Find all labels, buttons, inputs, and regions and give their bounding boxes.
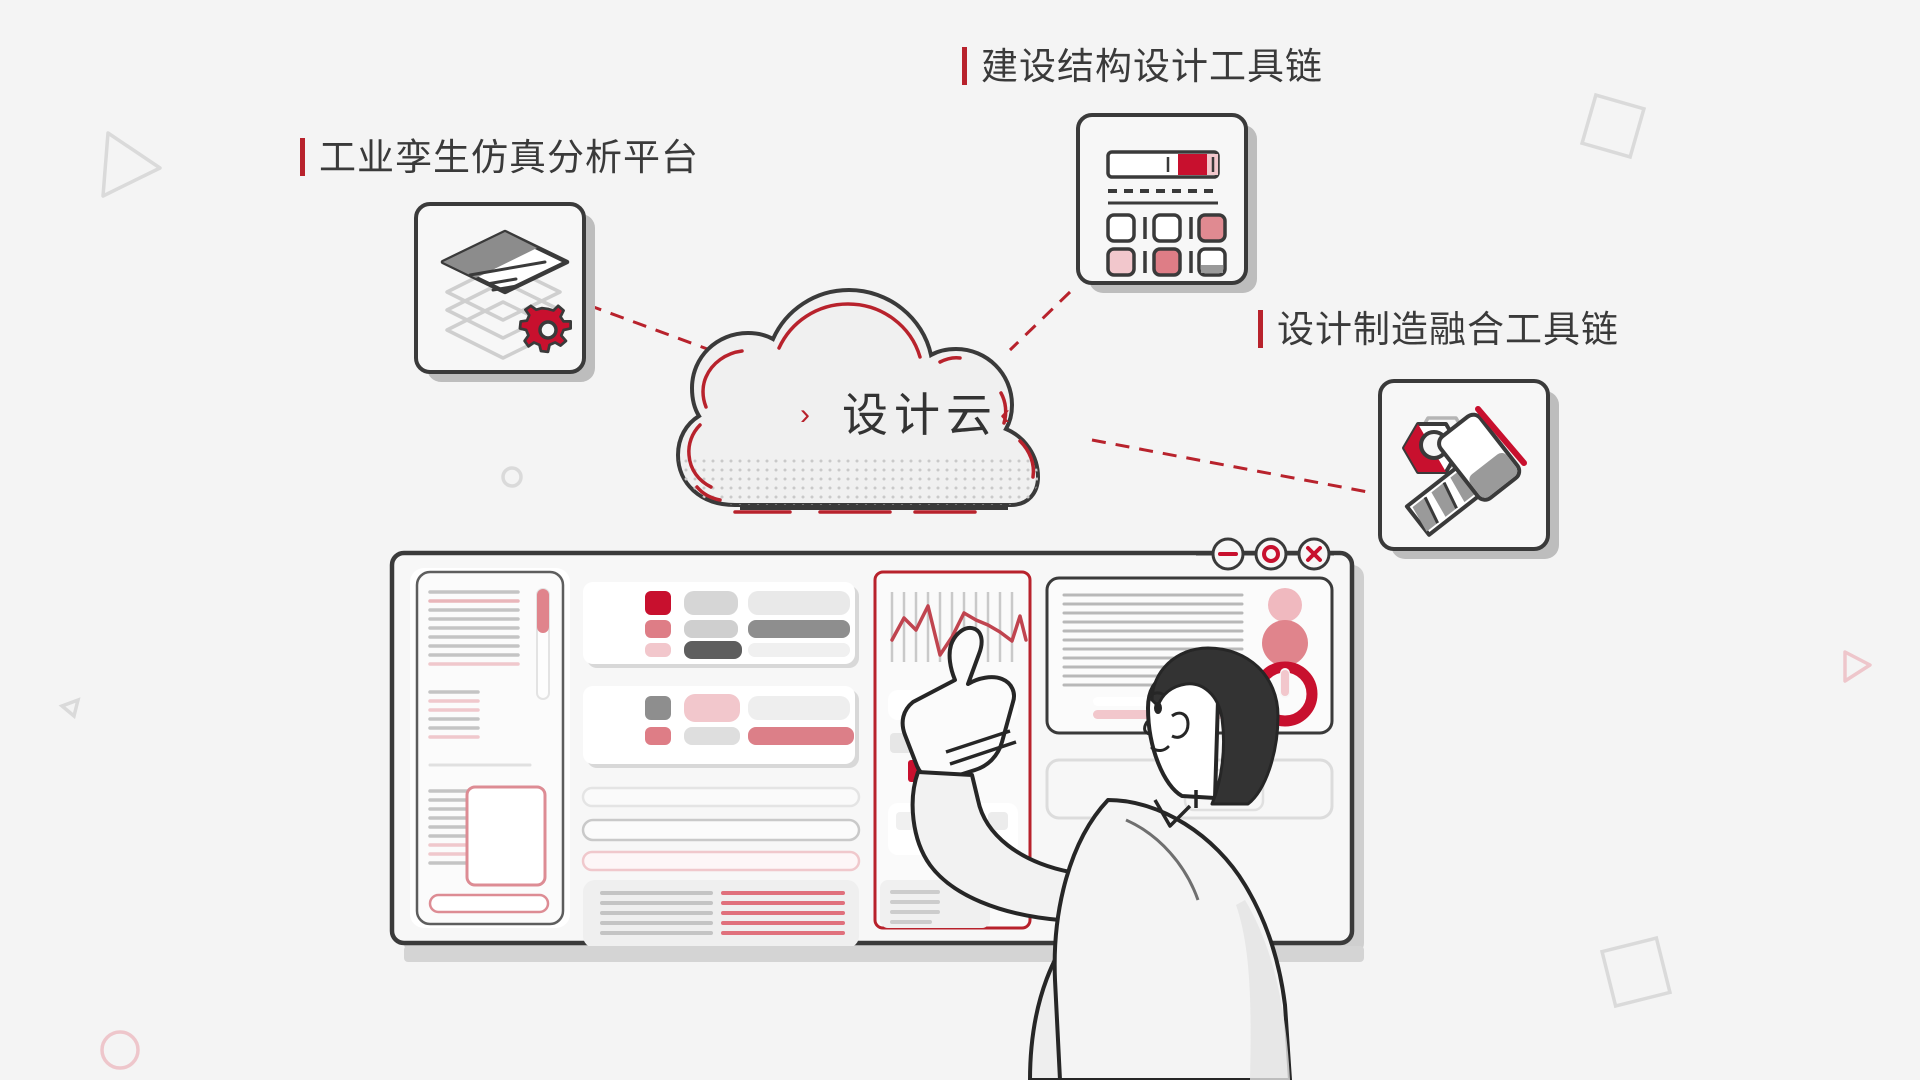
- minimize-button[interactable]: [1211, 537, 1245, 571]
- swatch: [645, 591, 671, 615]
- bar: [684, 694, 740, 722]
- chart-text-lines: [890, 890, 940, 924]
- close-button[interactable]: [1297, 537, 1331, 571]
- status-dot-medium: [1262, 620, 1308, 666]
- label-industrial-twin: 工业孪生仿真分析平台: [300, 138, 699, 176]
- control-panel-icon: [1106, 150, 1227, 277]
- bar: [748, 727, 854, 745]
- sidebar-panel[interactable]: [410, 568, 570, 928]
- swatch: [645, 727, 671, 745]
- connector-struct: [1008, 290, 1072, 352]
- sidebar-scrollbar[interactable]: [536, 588, 550, 700]
- decor-circle-small: [501, 466, 523, 488]
- sidebar-preview-box[interactable]: [465, 785, 547, 887]
- decor-triangle-right: [1843, 650, 1872, 683]
- status-dot-small: [1268, 588, 1302, 622]
- label-design-manufacturing: 设计制造融合工具链: [1258, 310, 1619, 348]
- pill-row-3[interactable]: [581, 850, 861, 872]
- decor-circle-pink: [100, 1030, 140, 1070]
- decor-triangle-left: [101, 131, 162, 198]
- decor-square-topright: [1579, 92, 1647, 160]
- bar: [684, 591, 738, 615]
- tile: [988, 812, 1008, 830]
- label-accent-bar: [1258, 310, 1263, 348]
- swatch: [645, 696, 671, 720]
- trend-line-chart: [890, 604, 1028, 657]
- text-lines-right: [721, 891, 845, 935]
- person-body: [1052, 798, 1292, 1080]
- bar: [684, 727, 740, 745]
- sidebar-action-pill[interactable]: [428, 893, 550, 914]
- decor-square-bottom: [1599, 935, 1673, 1009]
- bar: [748, 620, 850, 638]
- bolt-nut-icon: [1402, 406, 1527, 537]
- label-accent-bar: [962, 47, 967, 85]
- label-text: 设计制造融合工具链: [1277, 308, 1619, 350]
- text-lines-left: [600, 891, 713, 935]
- list-card-second[interactable]: [583, 686, 859, 768]
- chevron-left-icon: ‹: [1000, 398, 1010, 431]
- swatch: [645, 620, 671, 638]
- bar: [748, 696, 850, 720]
- swatch: [645, 643, 671, 657]
- layered-stack-gear-icon: [440, 229, 572, 360]
- chart-gridlines: [890, 592, 1014, 662]
- decor-triangle-small: [58, 697, 81, 720]
- sidebar-lines-mid: [428, 690, 480, 739]
- label-text: 工业孪生仿真分析平台: [319, 136, 699, 178]
- cloud-red-accents: [687, 302, 1036, 514]
- person-head: [1143, 646, 1280, 808]
- text-block-card[interactable]: [583, 880, 859, 948]
- list-card-top[interactable]: [583, 582, 859, 668]
- cloud-shape: [675, 287, 1041, 507]
- label-structure-toolchain: 建设结构设计工具链: [962, 47, 1323, 85]
- sidebar-lines-top: [428, 590, 520, 666]
- bar: [748, 591, 850, 615]
- label-accent-bar: [300, 138, 305, 176]
- bar: [684, 641, 742, 659]
- tile: [896, 812, 916, 830]
- pill-row-1[interactable]: [581, 786, 861, 808]
- pill-row-2[interactable]: [581, 818, 861, 842]
- bar: [748, 643, 850, 657]
- maximize-button[interactable]: [1254, 537, 1288, 571]
- chevron-right-icon: ›: [800, 398, 810, 431]
- label-text: 建设结构设计工具链: [981, 45, 1323, 87]
- bar: [684, 620, 738, 638]
- cloud-halftone: [678, 458, 1038, 505]
- window-controls[interactable]: [1196, 537, 1334, 571]
